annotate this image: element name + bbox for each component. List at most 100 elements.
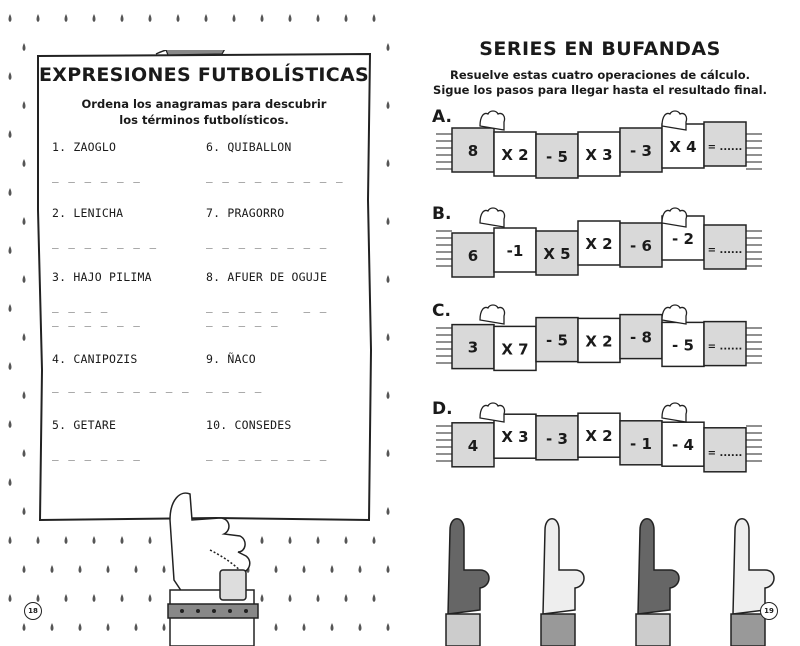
scarf-cell <box>577 412 621 458</box>
rain-drop <box>8 594 12 602</box>
scarf-cell-text: X 5 <box>543 245 570 263</box>
rain-drop <box>22 217 26 225</box>
rain-drop <box>330 565 334 573</box>
foam-finger-icon <box>635 518 680 646</box>
scarf-cell <box>493 227 537 273</box>
scarf-cell <box>703 121 747 167</box>
rain-drop <box>22 507 26 515</box>
rain-drop <box>274 623 278 631</box>
rain-drop <box>386 275 390 283</box>
rain-drop <box>372 14 376 22</box>
rain-drop <box>8 304 12 312</box>
rain-drop <box>8 130 12 138</box>
scarf-cell-text: X 2 <box>585 332 612 350</box>
rain-drop <box>120 536 124 544</box>
rain-drop <box>50 623 54 631</box>
answer-blanks-3: _ _ _ _ _ _ _ _ _ _ <box>52 300 142 327</box>
scarf-cell-text: X 2 <box>501 146 528 164</box>
scarf-cell-text: - 5 <box>546 148 568 166</box>
rain-drop <box>386 449 390 457</box>
hand-icon <box>479 304 506 325</box>
rain-drop <box>22 101 26 109</box>
rain-drop <box>8 420 12 428</box>
rain-drop <box>386 43 390 51</box>
rain-drop <box>22 43 26 51</box>
rain-drop <box>50 565 54 573</box>
hand-icon <box>479 207 506 228</box>
rain-drop <box>8 188 12 196</box>
scarf-cell-text: = ...... <box>708 245 743 256</box>
rain-drop <box>8 478 12 486</box>
rain-drop <box>344 594 348 602</box>
rain-drop <box>22 449 26 457</box>
answer-blanks-6: _ _ _ _ _ _ _ _ _ <box>206 170 345 183</box>
hand-icon <box>661 304 688 325</box>
anagram-item-3: 3. HAJO PILIMA <box>52 270 152 284</box>
anagram-item-6: 6. QUIBALLON <box>206 140 292 154</box>
scarf-cell-text: = ...... <box>708 448 743 459</box>
rain-drop <box>120 594 124 602</box>
rain-drop <box>134 623 138 631</box>
foam-finger-icon <box>730 518 775 646</box>
scarf-letter: D. <box>432 399 453 419</box>
rain-drop <box>316 536 320 544</box>
rain-drop <box>330 623 334 631</box>
answer-blanks-8: _ _ _ _ _ _ _ _ _ _ _ _ <box>206 300 328 327</box>
instructions-line-2: los términos futbolísticos. <box>119 113 289 127</box>
scarf-cell <box>535 230 579 276</box>
rain-drop <box>8 14 12 22</box>
rain-drop <box>8 536 12 544</box>
hand-icon <box>479 402 506 423</box>
instructions: Resuelve estas cuatro operaciones de cál… <box>400 68 800 98</box>
answer-blanks-7: _ _ _ _ _ _ _ _ <box>206 236 328 249</box>
scarf-cell <box>577 131 621 177</box>
rain-drop <box>386 623 390 631</box>
scarf-cell-text: 8 <box>468 142 478 160</box>
hand-icon <box>479 110 506 131</box>
rain-drop <box>274 565 278 573</box>
scarf-cell <box>493 131 537 177</box>
anagram-item-1: 1. ZAOGLO <box>52 140 117 154</box>
rain-drop <box>358 565 362 573</box>
rain-drop <box>92 536 96 544</box>
rain-drop <box>386 159 390 167</box>
scarf-cell <box>535 316 579 363</box>
answer-blanks-2: _ _ _ _ _ _ _ <box>52 236 158 249</box>
scarf-letter: C. <box>432 301 451 321</box>
rain-drop <box>204 14 208 22</box>
scarf-cell <box>577 317 621 364</box>
scarf-cell-text: 3 <box>468 339 478 357</box>
scarf-cell-text: - 3 <box>546 430 568 448</box>
rain-drop <box>36 536 40 544</box>
rain-drop <box>344 536 348 544</box>
rain-drop <box>120 14 124 22</box>
answer-blanks-4: _ _ _ _ _ _ _ _ _ <box>52 380 191 393</box>
scarf-cell-text: X 4 <box>669 138 696 156</box>
scarf-cell-text: - 2 <box>672 230 694 248</box>
rain-drop <box>386 217 390 225</box>
rain-drop <box>36 594 40 602</box>
anagram-item-4: 4. CANIPOZIS <box>52 352 138 366</box>
rain-drop <box>78 565 82 573</box>
paper-sheet <box>36 50 372 522</box>
scarf-cell-text: X 2 <box>585 427 612 445</box>
rain-drop <box>106 623 110 631</box>
rain-drop <box>288 14 292 22</box>
rain-drop <box>148 594 152 602</box>
rain-drop <box>260 14 264 22</box>
rain-drop <box>148 536 152 544</box>
scarf-cell <box>703 320 747 367</box>
slug-icon <box>165 50 225 56</box>
rain-drop <box>8 72 12 80</box>
rain-drop <box>148 14 152 22</box>
scarf-cell-text: - 5 <box>672 336 694 354</box>
rain-drop <box>176 14 180 22</box>
scarf-cell-text: - 6 <box>630 237 652 255</box>
scarf-cell-text: = ...... <box>708 342 743 353</box>
anagram-item-8: 8. AFUER DE OGUJE <box>206 270 328 284</box>
page-number: 18 <box>24 602 42 620</box>
scarf-cell-text: - 5 <box>546 332 568 350</box>
scarf-cell-text: -1 <box>507 242 524 260</box>
scarf-cell <box>661 321 705 368</box>
rain-drop <box>8 246 12 254</box>
